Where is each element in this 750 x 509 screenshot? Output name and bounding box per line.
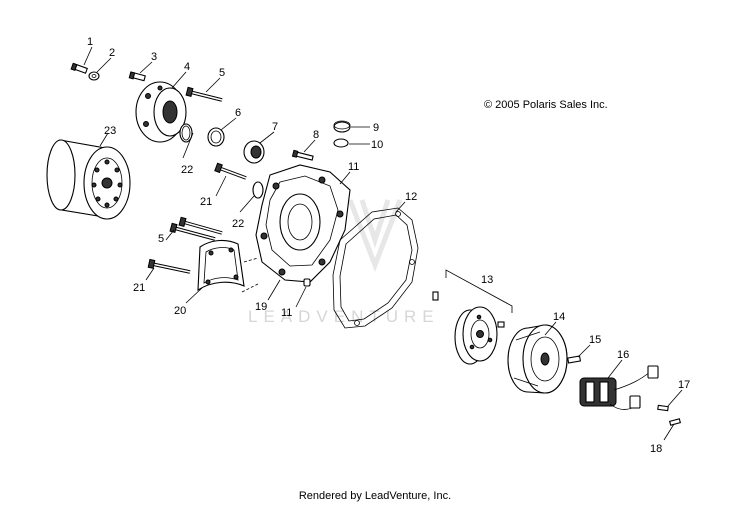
part-oring-22-lower [252, 181, 264, 199]
callout-10: 10 [371, 139, 383, 151]
part-bolt-1 [70, 62, 88, 74]
callout-5-upper: 5 [219, 67, 225, 79]
callout-14: 14 [553, 311, 565, 323]
leader-lines [83, 46, 683, 441]
callout-11-lower: 11 [281, 307, 292, 319]
part-bolt-3 [128, 71, 146, 82]
watermark-logo [347, 199, 403, 272]
part-rotor-13 [432, 269, 513, 365]
callout-12: 12 [405, 191, 417, 203]
part-bolt-5-upper [185, 86, 223, 102]
footer-credit: Rendered by LeadVenture, Inc. [298, 490, 452, 502]
callout-7: 7 [272, 121, 278, 133]
callout-17: 17 [678, 379, 690, 391]
callout-22-lower: 22 [232, 218, 244, 230]
part-oring-10 [333, 138, 349, 148]
part-crankcase-cover-19 [255, 164, 351, 283]
watermark-text: LEADVENTURE [248, 307, 440, 326]
part-washer-2 [88, 71, 100, 81]
callout-23: 23 [104, 125, 116, 137]
callout-20: 20 [174, 305, 186, 317]
part-screw-17 [657, 404, 669, 412]
callout-8: 8 [313, 129, 319, 141]
part-oring-6 [207, 127, 225, 147]
part-gasket-12 [332, 207, 419, 329]
callout-11-upper: 11 [348, 161, 359, 173]
part-bolt-8 [291, 149, 314, 161]
callout-4: 4 [184, 61, 190, 73]
part-seal-7 [243, 140, 265, 164]
callout-5-lower: 5 [158, 233, 164, 245]
part-bolt-5-lower [169, 216, 223, 241]
callout-1: 1 [87, 36, 93, 48]
part-bolt-21-upper [214, 162, 247, 180]
callout-21-lower: 21 [133, 282, 145, 294]
part-clip-18 [668, 418, 682, 426]
callout-16: 16 [617, 349, 629, 361]
callout-18: 18 [650, 443, 662, 455]
callout-labels: 1 2 3 4 5 5 6 7 8 9 10 11 11 12 13 14 15… [87, 36, 690, 455]
part-dowel-11-lower [303, 278, 311, 287]
part-bolt-21-lower [147, 258, 191, 274]
part-guard-plate-20 [197, 239, 259, 293]
callout-15: 15 [589, 334, 601, 346]
part-filter-housing-4 [135, 81, 187, 143]
part-stator-16 [579, 365, 659, 410]
part-plug-9 [333, 120, 351, 133]
part-oring-22-upper [179, 123, 193, 143]
part-flywheel-14 [507, 324, 568, 394]
callout-9: 9 [373, 122, 379, 134]
part-nut-15 [567, 355, 582, 364]
callout-2: 2 [109, 47, 115, 59]
callout-19: 19 [255, 301, 267, 313]
callout-21-upper: 21 [200, 196, 212, 208]
part-oil-filter-23 [46, 139, 131, 220]
callout-13: 13 [481, 274, 493, 286]
callout-3: 3 [151, 51, 157, 63]
callout-22-upper: 22 [181, 164, 193, 176]
copyright-text: © 2005 Polaris Sales Inc. [484, 99, 608, 111]
callout-6: 6 [235, 107, 241, 119]
